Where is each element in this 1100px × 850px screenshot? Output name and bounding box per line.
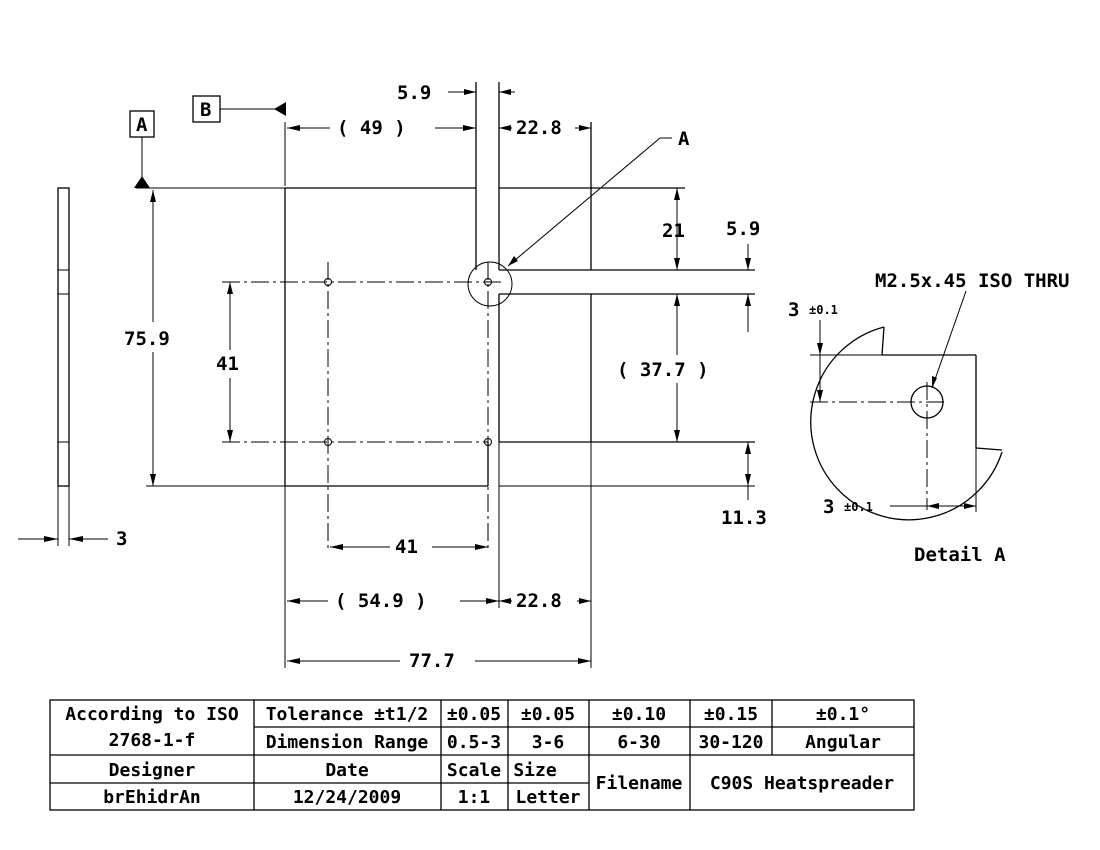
tb-according-line1: According to ISO (65, 704, 239, 725)
top-dimensions: 5.9 ( 49 ) 22.8 A (284, 82, 690, 267)
dim-54-9-paren: ( 54.9 ) (335, 590, 427, 612)
tb-date-value: 12/24/2009 (293, 787, 401, 808)
detail-title: Detail A (914, 544, 1006, 566)
tb-size-value: Letter (515, 787, 580, 808)
side-view: 3 (18, 187, 127, 550)
dim-41-horiz: 41 (395, 536, 418, 558)
dim-thickness-3: 3 (116, 528, 127, 550)
tb-tolerance-5: ±0.1° (816, 704, 870, 725)
dim-22-8-bottom: 22.8 (516, 590, 562, 612)
dim-41-vert: 41 (216, 353, 239, 375)
callout-a-label: A (678, 128, 690, 150)
tb-range-1: 0.5-3 (447, 732, 501, 753)
left-dimensions: 75.9 41 (124, 187, 285, 487)
tb-range-3: 6-30 (617, 732, 660, 753)
right-dimensions: 21 5.9 ( 37.7 ) 11.3 (499, 188, 767, 529)
title-block: According to ISO 2768-1-f Tolerance ±t1/… (49, 699, 915, 811)
datum-a-label: A (136, 114, 148, 136)
dim-22-8-top: 22.8 (516, 117, 562, 139)
tb-scale-value: 1:1 (458, 787, 491, 808)
tb-range-5: Angular (805, 732, 881, 753)
main-view (222, 82, 755, 552)
tb-filename-value: C90S Heatspreader (710, 773, 894, 794)
datum-b-label: B (200, 99, 211, 121)
tb-designer-value: brEhidrAn (103, 787, 201, 808)
detail-callout: M2.5x.45 ISO THRU (875, 270, 1069, 292)
tb-range-4: 30-120 (698, 732, 763, 753)
dim-5-9-right: 5.9 (726, 218, 760, 240)
tb-designer-label: Designer (109, 760, 196, 781)
dim-21: 21 (662, 220, 685, 242)
tb-scale-label: Scale (447, 760, 501, 781)
dim-49-paren: ( 49 ) (337, 117, 406, 139)
tb-according-line2: 2768-1-f (109, 730, 196, 751)
detail-tol-horizontal-tol: ±0.1 (844, 500, 873, 514)
tb-tolerance-4: ±0.15 (704, 704, 758, 725)
tb-tolerance-2: ±0.05 (521, 704, 575, 725)
tb-range-2: 3-6 (532, 732, 565, 753)
detail-tol-horizontal-value: 3 (823, 496, 834, 518)
dim-37-7-paren: ( 37.7 ) (617, 359, 709, 381)
detail-a: M2.5x.45 ISO THRU 3 ±0.1 3 ±0.1 Detail A (788, 270, 1069, 566)
detail-tol-vertical-tol: ±0.1 (809, 303, 838, 317)
tb-tolerance-label: Tolerance ±t1/2 (266, 704, 429, 725)
dim-5-9-top: 5.9 (397, 82, 431, 104)
dim-75-9: 75.9 (124, 328, 170, 350)
datum-b: B (192, 95, 286, 123)
detail-tol-vertical-value: 3 (788, 299, 799, 321)
datum-a: A (129, 110, 155, 188)
tb-size-label: Size (513, 760, 557, 781)
tb-filename-label: Filename (596, 773, 683, 794)
bottom-dimensions: 41 ( 54.9 ) 22.8 77.7 (284, 442, 592, 672)
tb-tolerance-3: ±0.10 (612, 704, 666, 725)
tb-dimension-range-label: Dimension Range (266, 732, 429, 753)
tb-date-label: Date (325, 760, 369, 781)
dim-11-3: 11.3 (721, 507, 767, 529)
dim-77-7: 77.7 (409, 650, 455, 672)
tb-tolerance-1: ±0.05 (447, 704, 501, 725)
